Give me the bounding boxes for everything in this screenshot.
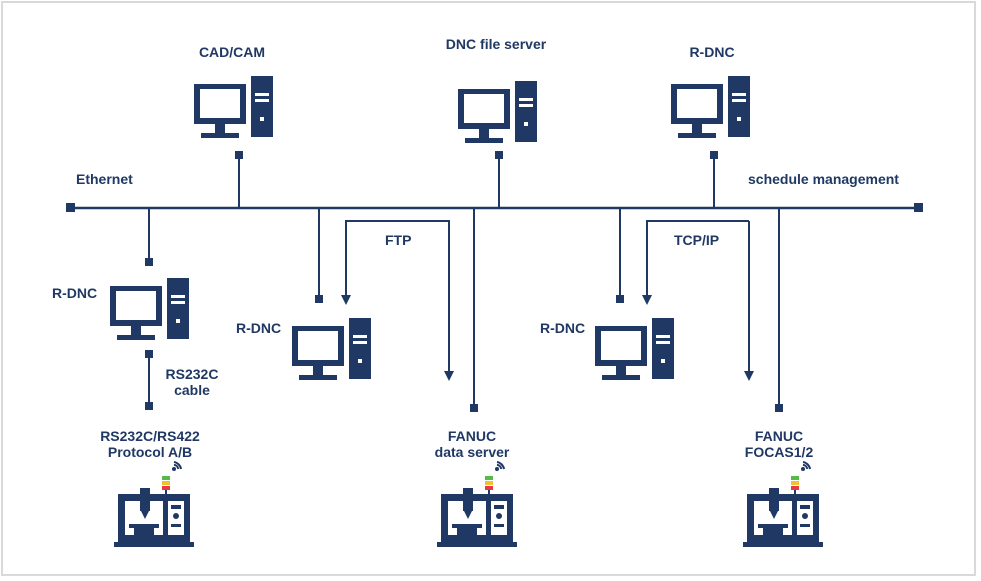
rdnc-top-label: R-DNC	[689, 44, 735, 60]
schedule-management-label: schedule management	[748, 171, 899, 187]
rdnc-top-computer-icon	[671, 76, 750, 138]
fanuc-data-server-label: FANUC data server	[434, 428, 510, 460]
rdnc-left-label: R-DNC	[52, 285, 98, 301]
dnc-file-server-computer-icon	[458, 81, 537, 143]
cadcam-label: CAD/CAM	[198, 44, 266, 60]
rdnc-left-computer-icon	[110, 278, 189, 340]
cnc-machine-icon	[742, 459, 824, 548]
backbone-right-terminal	[914, 203, 923, 212]
rdnc-mid1-label: R-DNC	[236, 320, 282, 336]
dnc-file-server-label: DNC file server	[445, 36, 547, 52]
ethernet-label: Ethernet	[76, 171, 133, 187]
cnc-machine-icon	[436, 459, 518, 548]
protocol-label: RS232C/RS422 Protocol A/B	[100, 428, 200, 460]
cnc-machine-icon	[113, 459, 195, 548]
rs232c-cable-label: RS232C cable	[165, 366, 219, 398]
cadcam-computer-icon	[194, 76, 273, 138]
ftp-label: FTP	[385, 232, 412, 248]
rdnc-mid2-label: R-DNC	[540, 320, 586, 336]
rdnc-mid1-computer-icon	[292, 318, 371, 380]
backbone-left-terminal	[66, 203, 75, 212]
tcpip-label: TCP/IP	[674, 232, 720, 248]
rdnc-mid2-computer-icon	[595, 318, 674, 380]
fanuc-focas-label: FANUC FOCAS1/2	[744, 428, 814, 460]
